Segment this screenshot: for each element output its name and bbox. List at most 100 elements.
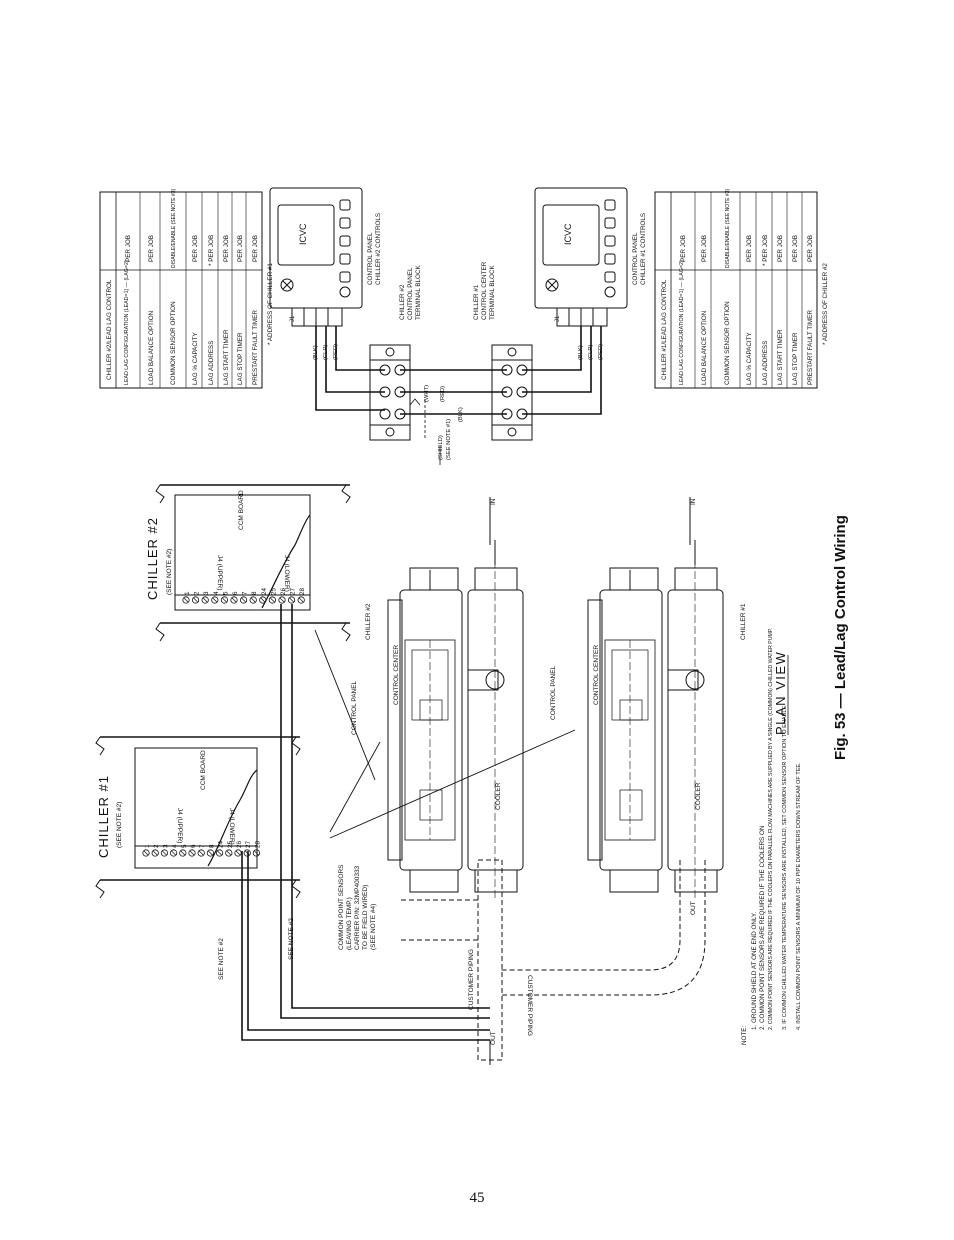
table1-row4-value: PER JOB — [746, 235, 753, 262]
table1-row8-label: PRESTART FAULT TIMER — [807, 310, 814, 385]
chiller1-terminal-screw — [188, 849, 196, 857]
chiller1-terminal-slot — [171, 850, 176, 856]
customer-piping — [400, 497, 706, 1065]
chiller2-terminal-slot — [289, 597, 294, 603]
callout-control-center-b: CONTROL CENTER — [593, 645, 600, 705]
chiller1-terminal-screw — [151, 849, 159, 857]
chiller2-terminal-label: 4 — [213, 591, 220, 595]
chiller1-terminal-label: 5 — [181, 844, 188, 848]
bus-wire-blk: (BLK) — [458, 407, 464, 422]
chiller1-terminal-slot — [152, 850, 158, 856]
lead-lag-table-chiller1: CHILLER #1/LEAD LAG CONTROL LEAD LAG CON… — [654, 188, 829, 389]
chiller2-terminal-label: 25 — [270, 587, 277, 595]
note-1: 1. GROUND SHIELD AT ONE END ONLY. — [751, 912, 758, 1030]
table1-footnote: * ADDRESS OF CHILLER #2 — [822, 263, 829, 345]
table1-row5-label: LAG ADDRESS — [762, 341, 769, 385]
callout-customer-piping-b: CUSTOMER PIPING — [526, 975, 533, 1036]
chiller1-terminal-screw — [225, 849, 233, 857]
table2-row2-label: LOAD BALANCE OPTION — [148, 310, 155, 385]
view-title: PLAN VIEW — [773, 651, 788, 735]
chiller2-j1: J1 — [290, 315, 296, 322]
chiller2-terminal-label: 28 — [299, 587, 306, 595]
ccn-bus-wiring — [315, 326, 602, 465]
chiller1-terminal-screw — [216, 849, 224, 857]
table1-row2-value: PER JOB — [701, 235, 708, 262]
page-number: 45 — [469, 1190, 485, 1206]
chiller2-terminal-label: 3 — [203, 591, 210, 595]
note-2: 2. COMMON POINT SENSORS ARE REQUIRED IF … — [759, 825, 766, 1030]
chiller2-terminal-label: 5 — [222, 591, 229, 595]
table1-row1-label: LEAD LAG CONFIGURATION (LEAD=1) — (LAG=2… — [679, 260, 685, 385]
table1-title: CHILLER #1/LEAD LAG CONTROL — [661, 279, 668, 380]
chiller2-terminal-slot — [202, 597, 208, 603]
chiller1-terminal-label: 25 — [227, 840, 234, 848]
table1-row6-label: LAG START TIMER — [777, 329, 784, 385]
table2-row7-label: LAG STOP TIMER — [237, 332, 244, 385]
chiller1-terminal-screw — [142, 849, 150, 857]
callout-control-panel-b: CONTROL PANEL — [550, 665, 557, 720]
chiller1-terminal-slot — [217, 850, 222, 856]
chiller1-terminal-screw — [252, 849, 260, 857]
chiller1-icvc-panel: ICVC J1 — [491, 187, 628, 441]
chiller2-terminal-screw — [278, 596, 286, 604]
table2-row1-label: LEAD LAG CONFIGURATION (LEAD=1) — (LAG=2… — [124, 260, 130, 385]
chiller2-terminal-screw — [268, 596, 276, 604]
table2-row8-label: PRESTART FAULT TIMER — [252, 310, 259, 385]
note-2-text: 2. COMMON POINT SENSORS ARE REQUIRED IF … — [768, 628, 774, 1030]
chiller2-icvc-label: ICVC — [298, 223, 308, 245]
table2-row5-value: * PER JOB — [208, 235, 215, 266]
table1-row8-value: PER JOB — [807, 235, 814, 262]
table1-row2-label: LOAD BALANCE OPTION — [701, 310, 708, 385]
table2-row2-value: PER JOB — [148, 235, 155, 262]
table1-row7-label: LAG STOP TIMER — [792, 332, 799, 385]
chiller1-j1: J1 — [555, 315, 561, 322]
chiller2-terminal-screw — [220, 596, 228, 604]
chiller2-title: CHILLER #2 — [145, 517, 160, 600]
chiller1-terminal-label: 8 — [208, 844, 215, 848]
chiller2-terminal-screw — [297, 596, 305, 604]
bus-wire-wht: (WHT) — [424, 385, 430, 402]
chiller2-terminal-screw — [259, 596, 267, 604]
callout-see-note-2b: SEE NOTE #2 — [288, 918, 295, 960]
chiller2-terminal-label: 7 — [242, 591, 249, 595]
chiller2-terminal-screw — [287, 596, 296, 604]
lead-lag-table-chiller2: CHILLER #2/LEAD LAG CONTROL LEAD LAG CON… — [99, 188, 274, 389]
chiller1-terminal-block-label: CHILLER #1 CONTROL CENTER TERMINAL BLOCK — [473, 260, 496, 320]
chiller2-terminal-slot — [241, 597, 246, 603]
chiller1-terminal-label: 1 — [144, 844, 151, 848]
chiller2-terminal-label: 27 — [290, 587, 297, 595]
callout-cooler-b: COOLER — [695, 782, 702, 810]
callout-out-a: OUT — [490, 1031, 497, 1045]
chiller1-panel-text: CONTROL PANEL CHILLER #1 CONTROLS CHILLE… — [473, 213, 647, 360]
shield-label: (SHIELD) (SEE NOTE #1) — [438, 419, 452, 460]
chiller1-icvc-label: ICVC — [563, 223, 573, 245]
table2-row3-label: COMMON SENSOR OPTION — [170, 301, 177, 385]
left-callouts: SEE NOTE #2 SEE NOTE #2 COMMON POINT SEN… — [218, 498, 789, 1045]
notes-block: NOTE: 1. GROUND SHIELD AT ONE END ONLY. … — [741, 628, 802, 1045]
chiller1-terminal-screw — [160, 849, 168, 857]
chiller1-terminal-slot — [235, 850, 241, 856]
chiller2-terminal-slot — [279, 597, 285, 603]
bus-wire-red: (RED) — [440, 386, 446, 402]
chiller2-panel-text: CONTROL PANEL CHILLER #2 CONTROLS CHILLE… — [313, 213, 422, 360]
table1-row4-label: LAG % CAPACITY — [746, 331, 753, 385]
callout-chiller-2: CHILLER #2 — [365, 603, 372, 640]
chiller1-terminal-slot — [226, 850, 232, 856]
chiller2-terminal-slot — [231, 597, 237, 603]
note-3: 3. IF COMMON CHILLED WATER TEMPERATURE S… — [782, 704, 788, 1030]
chiller2-terminal-label: 26 — [280, 587, 287, 595]
table1-row5-value: * PER JOB — [762, 235, 769, 266]
chiller2-terminal-screw — [230, 596, 238, 604]
chiller1-terminal-slot — [189, 850, 195, 856]
chiller1-control-panel-label: CONTROL PANEL CHILLER #1 CONTROLS — [632, 213, 647, 285]
callout-chiller-1: CHILLER #1 — [740, 603, 747, 640]
chiller2-j4-upper: J4 (UPPER) — [216, 555, 223, 590]
chiller2-terminal-slot — [183, 597, 189, 603]
table1-row6-value: PER JOB — [777, 235, 784, 262]
chiller2-plan-view — [387, 540, 524, 900]
